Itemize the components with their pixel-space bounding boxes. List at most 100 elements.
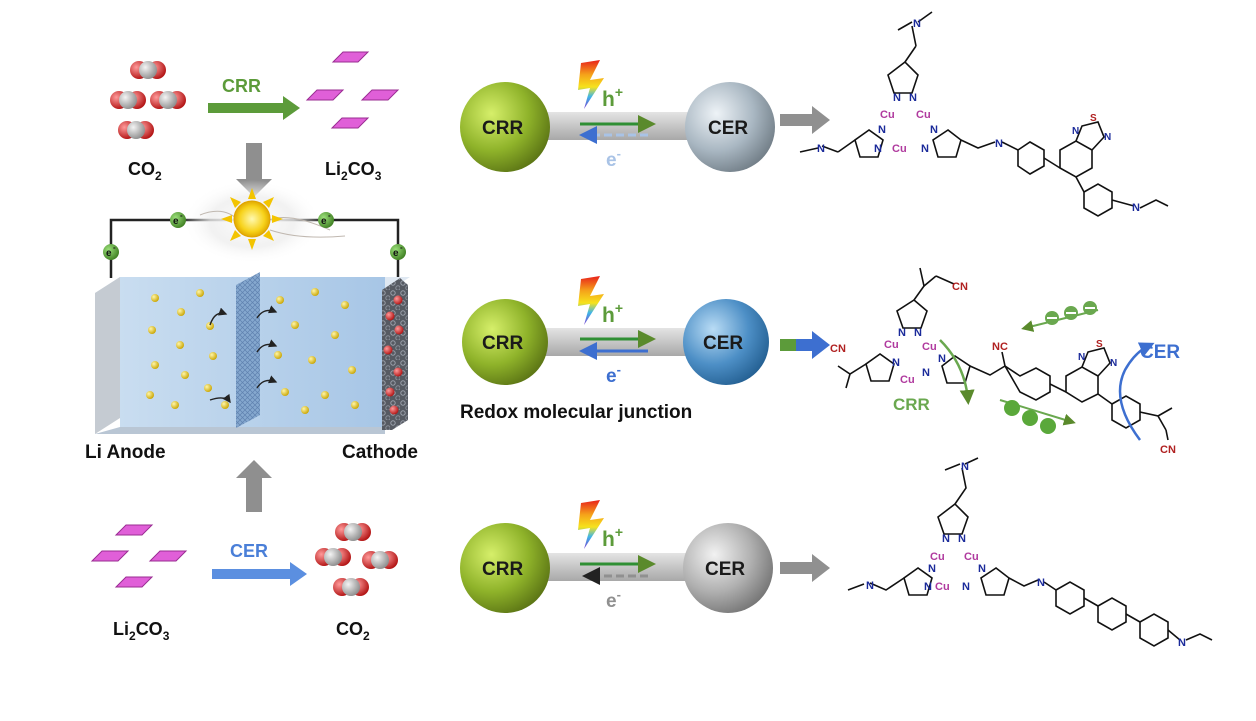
li-ions <box>146 288 359 414</box>
hole-label: h+ <box>602 300 623 327</box>
svg-text:N: N <box>938 353 946 365</box>
sun-icon <box>221 188 283 250</box>
cer-sphere-label: CER <box>703 333 743 354</box>
svg-text:N: N <box>1072 126 1079 137</box>
light-bolt-icon <box>578 60 604 109</box>
molecule-structure-1: N N N Cu Cu N N N Cu N N N N S N N <box>799 11 1169 217</box>
svg-text:Cu: Cu <box>964 551 979 563</box>
crr-sphere <box>460 82 550 172</box>
junction-row-2: CRR CER h+ e- Redox molecular junction <box>460 276 830 423</box>
svg-text:N: N <box>1178 637 1186 649</box>
electron-label: e- <box>606 587 621 612</box>
molecule-structure-3: N N N Cu Cu N N Cu N N N N N <box>847 457 1213 649</box>
hole-label: h+ <box>602 84 623 111</box>
svg-text:N: N <box>1104 132 1111 143</box>
row1-arrow <box>780 106 830 134</box>
cer-flow-arrow <box>1118 342 1155 441</box>
co2-cluster-top <box>110 61 186 139</box>
svg-text:-: - <box>400 243 403 252</box>
crr-molecule-label: CRR <box>893 395 930 414</box>
svg-text:-: - <box>113 243 116 252</box>
crr-sphere-label: CRR <box>482 333 523 354</box>
cer-sphere <box>683 299 769 385</box>
svg-text:Cu: Cu <box>880 109 895 121</box>
electron-dots-lower <box>1004 400 1056 434</box>
svg-text:Cu: Cu <box>930 551 945 563</box>
svg-text:e: e <box>393 248 399 259</box>
svg-text:N: N <box>878 124 886 136</box>
hole-label: h+ <box>602 524 623 551</box>
svg-text:N: N <box>1078 352 1085 363</box>
hole-dots-upper <box>1045 301 1097 325</box>
crr-sphere-label: CRR <box>482 118 523 139</box>
svg-text:N: N <box>942 533 950 545</box>
crr-flow-arrow <box>939 339 975 405</box>
row2-arrow <box>780 331 830 359</box>
cer-sphere <box>683 523 773 613</box>
svg-text:N: N <box>930 124 938 136</box>
svg-text:CN: CN <box>830 343 846 355</box>
svg-text:Cu: Cu <box>922 341 937 353</box>
crr-arrow-top <box>208 96 300 120</box>
svg-text:Cu: Cu <box>900 374 915 386</box>
svg-text:N: N <box>928 563 936 575</box>
junction-row-3: CRR CER h+ e- <box>460 500 830 613</box>
svg-text:-: - <box>328 211 331 220</box>
svg-text:N: N <box>817 143 825 155</box>
svg-text:Cu: Cu <box>916 109 931 121</box>
svg-text:N: N <box>914 327 922 339</box>
svg-text:N: N <box>893 92 901 104</box>
cer-molecule-label: CER <box>1140 342 1180 363</box>
electron-dots-circuit: e- e- e- e- <box>103 211 406 260</box>
svg-text:N: N <box>924 581 932 593</box>
svg-text:S: S <box>1090 113 1097 124</box>
li-anode-label: Li Anode <box>85 442 166 463</box>
svg-text:N: N <box>1037 577 1045 589</box>
up-arrow-to-battery <box>236 460 272 512</box>
cer-sphere <box>685 82 775 172</box>
svg-text:CN: CN <box>952 281 968 293</box>
svg-text:N: N <box>892 357 900 369</box>
li2co3-crystals-bottom <box>90 524 188 588</box>
svg-text:N: N <box>961 461 969 473</box>
svg-text:N: N <box>958 533 966 545</box>
svg-text:N: N <box>898 327 906 339</box>
cer-label-bottom: CER <box>230 541 268 561</box>
molecule-structure-2: CN N N Cu Cu N Cu CN N N NC N S N CN <box>830 267 1176 456</box>
svg-text:N: N <box>978 563 986 575</box>
battery-cell <box>95 272 410 434</box>
svg-text:N: N <box>909 92 917 104</box>
flow-annotations: CRR CER <box>893 301 1180 441</box>
li2co3-label-bottom: Li2CO3 <box>113 619 170 643</box>
svg-text:Cu: Cu <box>884 339 899 351</box>
svg-text:N: N <box>1110 358 1117 369</box>
svg-text:-: - <box>180 211 183 220</box>
svg-text:e: e <box>321 216 327 227</box>
crr-sphere <box>460 523 550 613</box>
electron-label: e- <box>606 362 621 387</box>
svg-text:N: N <box>921 143 929 155</box>
electron-label: e- <box>606 146 621 171</box>
svg-text:N: N <box>874 143 882 155</box>
redox-junction-caption: Redox molecular junction <box>460 402 692 423</box>
crr-sphere-label: CRR <box>482 559 523 580</box>
light-bolt-icon <box>578 500 604 549</box>
light-bolt-icon <box>578 276 604 325</box>
junction-row-1: CRR CER h+ e- <box>460 60 830 172</box>
cathode-co2-dots <box>383 295 404 415</box>
svg-text:NC: NC <box>992 341 1008 353</box>
svg-text:e: e <box>106 248 112 259</box>
svg-text:N: N <box>866 580 874 592</box>
ion-migration-arrows <box>209 305 278 404</box>
svg-text:N: N <box>995 138 1003 150</box>
row3-arrow <box>780 554 830 582</box>
svg-text:CN: CN <box>1160 444 1176 456</box>
co2-cluster-bottom <box>315 523 398 596</box>
svg-text:N: N <box>913 18 921 30</box>
svg-text:S: S <box>1096 339 1103 350</box>
cer-sphere-label: CER <box>708 118 748 139</box>
crr-label-top: CRR <box>222 76 261 96</box>
crr-sphere <box>462 299 548 385</box>
co2-label-bottom: CO2 <box>336 619 370 643</box>
